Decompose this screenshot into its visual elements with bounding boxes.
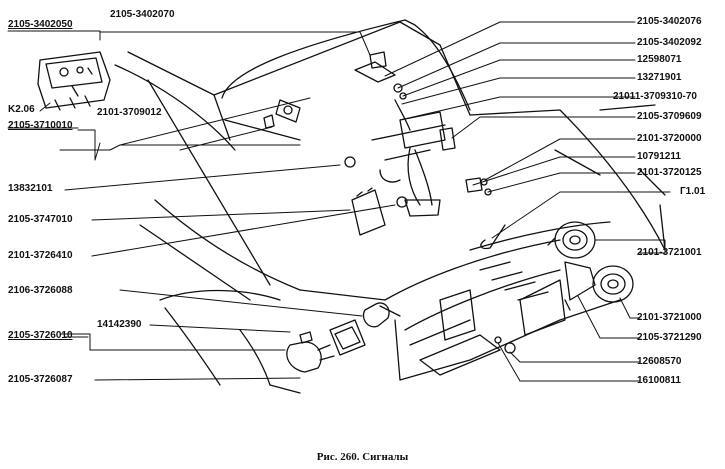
label-21011-3709310-70: 21011-3709310-70 — [613, 91, 697, 102]
label-16100811: 16100811 — [637, 375, 681, 386]
label-10791211: 10791211 — [637, 151, 681, 162]
label-2101-3720125: 2101-3720125 — [637, 167, 702, 178]
label-2101-3721000: 2101-3721000 — [637, 312, 702, 323]
leader-lines — [7, 21, 671, 382]
label-k2-06: K2.06 — [8, 104, 35, 115]
label-2105-3402070: 2105-3402070 — [110, 9, 175, 20]
label-13832101: 13832101 — [8, 183, 53, 194]
label-2105-3721290: 2105-3721290 — [637, 332, 702, 343]
label-2101-3721001: 2101-3721001 — [637, 247, 702, 258]
label-2101-3720000: 2101-3720000 — [637, 133, 702, 144]
horn-units — [547, 221, 634, 311]
label-2105-3726087: 2105-3726087 — [8, 374, 73, 385]
label-13271901: 13271901 — [637, 72, 682, 83]
car-body-outline — [114, 19, 666, 394]
label-2106-3726088: 2106-3726088 — [8, 285, 73, 296]
label-2105-3402050: 2105-3402050 — [8, 19, 73, 30]
label-2101-3709012: 2101-3709012 — [97, 107, 162, 118]
label-2105-3402092: 2105-3402092 — [637, 37, 702, 48]
label-14142390: 14142390 — [97, 319, 142, 330]
label-2105-3709609: 2105-3709609 — [637, 111, 702, 122]
label-2105-3710010: 2105-3710010 — [8, 120, 73, 131]
label-12598071: 12598071 — [637, 54, 682, 65]
label-2105-3402076: 2105-3402076 — [637, 16, 702, 27]
small-components — [263, 99, 516, 373]
steering-column-assembly — [354, 51, 446, 217]
label-2105-3747010: 2105-3747010 — [8, 214, 73, 225]
label-12608570: 12608570 — [637, 356, 682, 367]
figure-caption: Рис. 260. Сигналы — [316, 451, 409, 463]
label-2101-3726410: 2101-3726410 — [8, 250, 73, 261]
relay-unit — [37, 51, 111, 111]
label-g1-01: Г1.01 — [680, 186, 706, 197]
label-2105-3726010: 2105-3726010 — [8, 330, 73, 341]
